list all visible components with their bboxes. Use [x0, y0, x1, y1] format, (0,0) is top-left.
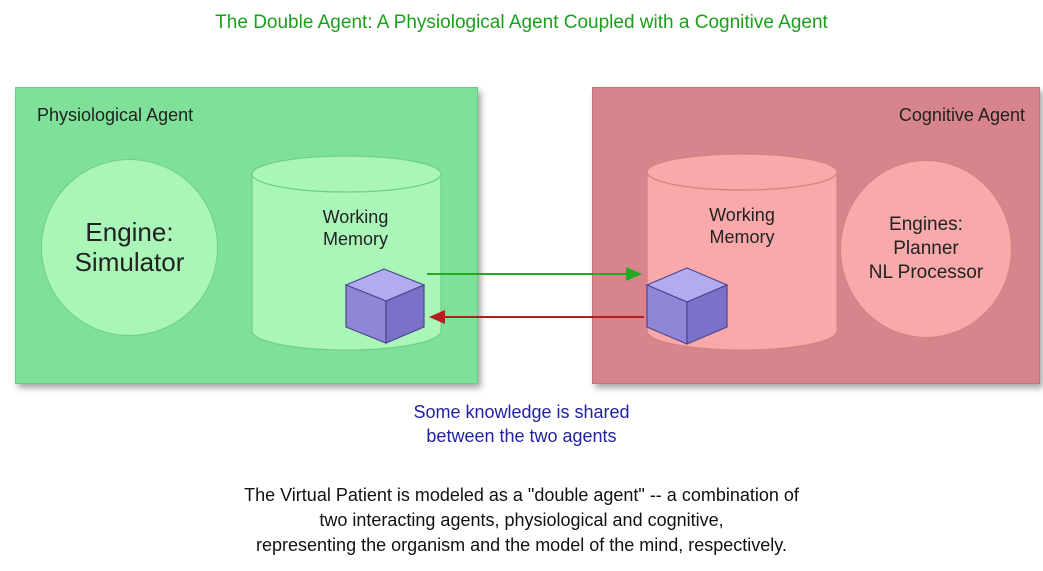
simulator-engine-circle: Engine: Simulator [41, 159, 218, 336]
cognitive-working-memory-label: Working Memory [709, 205, 775, 247]
cognitive-working-memory: Working Memory [646, 153, 838, 351]
cognitive-knowledge-cube-icon [645, 267, 729, 345]
cognitive-agent-label: Cognitive Agent [898, 105, 1025, 125]
arrow-to-physiological-icon [429, 310, 644, 324]
cognitive-agent-panel: Cognitive Agent Working Memory Engines: … [592, 87, 1040, 384]
simulator-engine-label: Engine: Simulator [74, 216, 185, 277]
diagram-title: The Double Agent: A Physiological Agent … [215, 12, 828, 33]
physiological-working-memory-label: Working Memory [322, 207, 389, 249]
arrow-to-cognitive-icon [427, 267, 642, 281]
cognitive-engines-label: Engines: Planner NL Processor [868, 214, 984, 283]
shared-knowledge-note: Some knowledge is shared between the two… [413, 402, 630, 447]
diagram-caption: The Virtual Patient is modeled as a "dou… [244, 485, 799, 556]
physiological-knowledge-cube-icon [344, 268, 426, 344]
cognitive-engines-circle: Engines: Planner NL Processor [840, 160, 1012, 338]
physiological-agent-label: Physiological Agent [37, 105, 194, 125]
